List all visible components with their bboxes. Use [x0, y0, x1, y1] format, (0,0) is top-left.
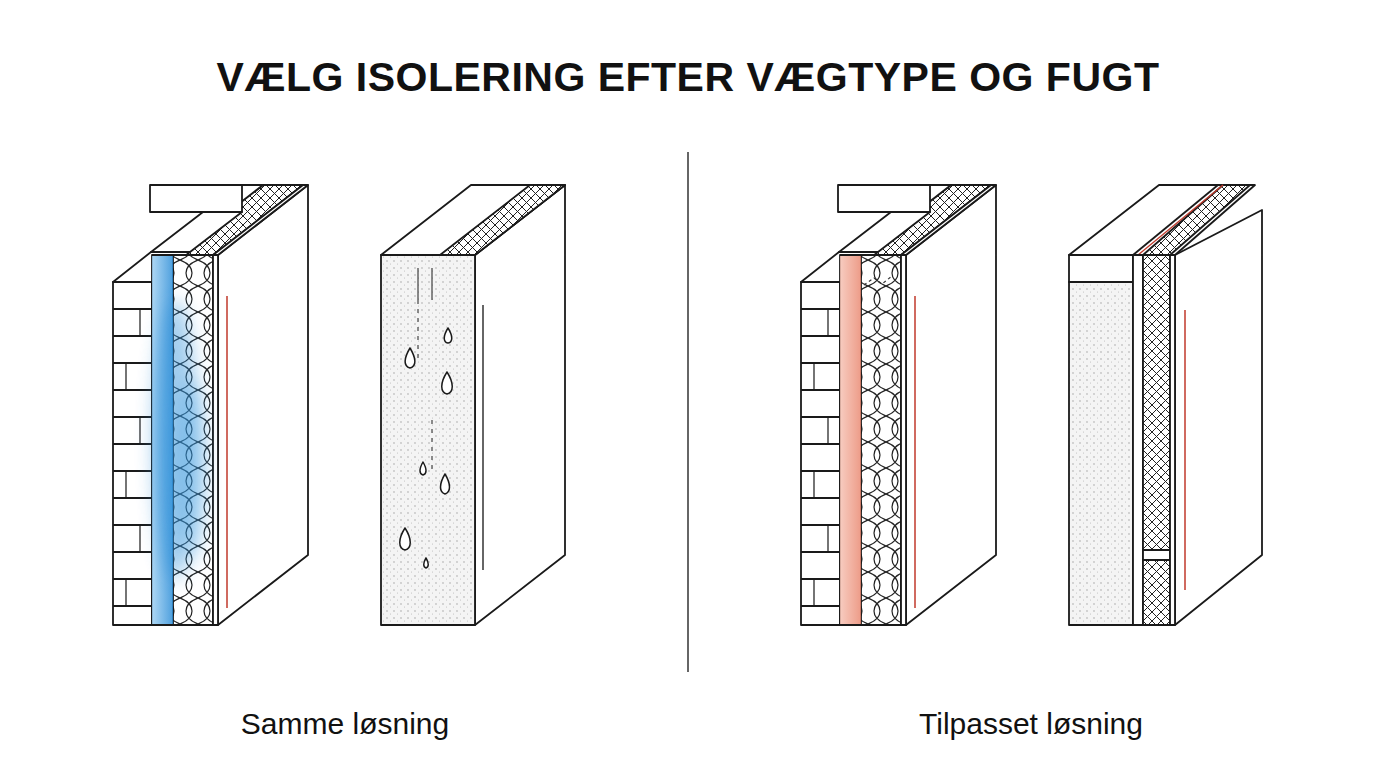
solid-wall-moist — [381, 185, 565, 625]
solid-wall-adapted — [1069, 185, 1262, 625]
brick-wall-adapted — [801, 185, 996, 625]
diagram-title: VÆLG ISOLERING EFTER VÆGTYPE OG FUGT — [217, 54, 1160, 101]
divider — [687, 152, 689, 672]
panel-caption: Tilpasset løsning — [919, 707, 1143, 742]
brick-wall-moist — [113, 185, 308, 625]
panel-caption: Samme løsning — [241, 707, 449, 742]
